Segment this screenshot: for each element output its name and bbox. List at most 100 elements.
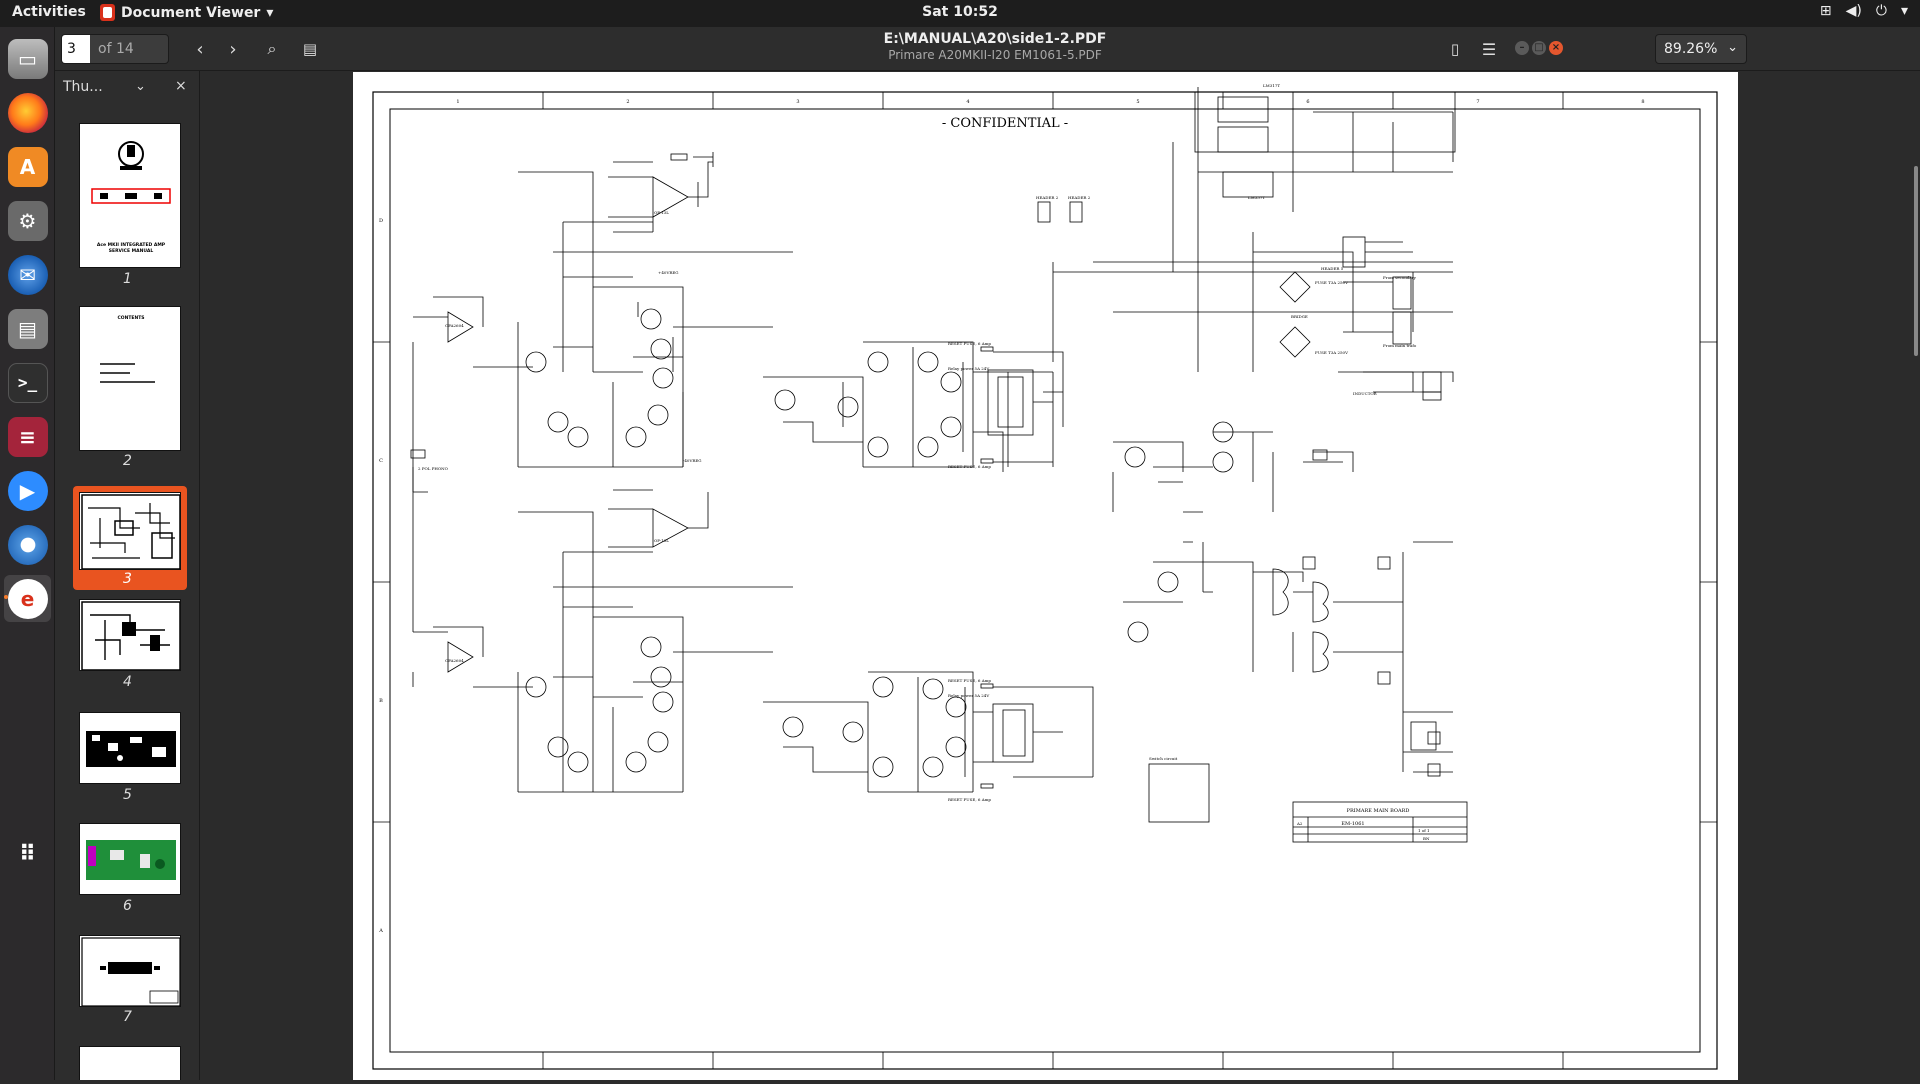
document-subtitle: Primare A20MKII-I20 EM1061-5.PDF	[888, 48, 1102, 62]
power-label-2: From main trafo	[1383, 343, 1417, 348]
thumbnail-page-5[interactable]	[79, 712, 181, 784]
sidebar-view-select[interactable]: Thu...	[63, 79, 103, 95]
input-label: 2 POL PHONO	[418, 466, 449, 471]
dock-document-viewer[interactable]: e	[4, 575, 51, 622]
thumbnail-page-1[interactable]: Ace MKII INTEGRATED AMP SERVICE MANUAL	[79, 123, 181, 268]
sidebar-close-button[interactable]: ×	[175, 78, 187, 94]
maximize-button[interactable]: □	[1532, 41, 1546, 55]
zone-col-8: 8	[1641, 99, 1644, 105]
system-tray[interactable]: ⊞ ◀) ⏻ ▾	[1820, 3, 1908, 19]
board-number: EM-1061	[1341, 821, 1364, 827]
hamburger-icon: ☰	[1481, 39, 1497, 59]
document-viewer-icon	[100, 4, 115, 21]
power-icon: ⏻	[1875, 3, 1887, 19]
relay-label-1: Relay power 5A 24V	[948, 366, 989, 371]
dock-disks[interactable]: ▤	[4, 305, 51, 352]
search-button[interactable]: ⌕	[257, 34, 287, 64]
page-number-input[interactable]	[62, 35, 90, 63]
zone-col-1: 1	[456, 99, 459, 105]
header-label-2: HEADER 2	[1068, 195, 1091, 200]
board-sheet: 1 of 1	[1418, 828, 1430, 833]
lower-channel-circuit	[412, 467, 1094, 793]
zone-col-5: 5	[1136, 99, 1139, 105]
next-page-button[interactable]: ›	[218, 34, 248, 64]
schematic-page-preview	[81, 937, 180, 1006]
cover-page-preview: Ace MKII INTEGRATED AMP SERVICE MANUAL	[91, 141, 171, 254]
document-properties-button[interactable]: ▯	[1440, 34, 1470, 64]
dock-show-apps[interactable]: ⠿	[4, 831, 51, 878]
network-icon: ⊞	[1819, 3, 1832, 19]
minimize-button[interactable]: –	[1515, 41, 1529, 55]
header-label-5: HEADER 5	[1321, 266, 1344, 271]
dock-firefox[interactable]	[4, 89, 51, 136]
header-bar: of 14 ‹ › ⌕ ▤ E:\MANUAL\A20\side1-2.PDF …	[55, 27, 1920, 71]
power-supply-circuit	[1037, 87, 1456, 401]
thumbnail-page-6[interactable]	[79, 823, 181, 895]
thumbnail-page-3[interactable]	[79, 492, 181, 570]
thumbnail-label-2: 2	[123, 453, 132, 469]
vertical-scrollbar[interactable]	[1914, 166, 1918, 356]
zone-row-b: B	[379, 698, 383, 704]
header-label-1: HEADER 2	[1036, 195, 1059, 200]
volume-icon: ◀)	[1845, 3, 1862, 19]
thumb-text-b: SERVICE MANUAL	[109, 248, 154, 254]
previous-page-button[interactable]: ‹	[185, 34, 215, 64]
fuse-t-label-1: FUSE T3A 250V	[1315, 280, 1348, 285]
thumbnail-page-4[interactable]	[79, 599, 181, 671]
dock-terminal[interactable]: >_	[4, 359, 51, 406]
thumbnail-page-8[interactable]	[79, 1046, 181, 1080]
chevron-left-icon: ‹	[196, 38, 204, 60]
thunderbird-icon: ✉	[7, 254, 48, 295]
pcb-layout-preview	[86, 731, 176, 767]
dock-settings[interactable]: ⚙	[4, 197, 51, 244]
pdf-page: 1 2 3 4 5 6 7 8 D C B A - CONFIDENTIAL -	[353, 72, 1738, 1080]
thumbnail-page-2[interactable]: CONTENTS	[79, 306, 181, 451]
app-menu[interactable]: Document Viewer ▾	[100, 4, 273, 21]
zone-col-4: 4	[966, 99, 969, 105]
annotations-button[interactable]: ▤	[295, 34, 325, 64]
dock: ▭ A ⚙ ✉ ▤ >_ ≡ ▶ e ⠿	[0, 27, 55, 1080]
dock-chromium[interactable]	[4, 521, 51, 568]
switch-circuit-box	[1148, 763, 1210, 823]
terminal-icon: >_	[7, 362, 48, 403]
close-button[interactable]: ×	[1549, 41, 1563, 55]
thumbnail-label-4: 4	[123, 674, 132, 690]
window-title: E:\MANUAL\A20\side1-2.PDF Primare A20MKI…	[655, 31, 1335, 62]
thumbnail-label-1: 1	[123, 271, 132, 287]
sidebar-header: Thu... ⌄ ×	[55, 71, 200, 105]
relay-label-2: Relay power 5A 24V	[948, 693, 989, 698]
dock-files[interactable]: ▭	[4, 35, 51, 82]
dock-software[interactable]: A	[4, 143, 51, 190]
clock[interactable]: Sat 10:52	[922, 4, 998, 20]
dock-database[interactable]: ≡	[4, 413, 51, 460]
disk-icon: ▤	[7, 308, 48, 349]
dock-zoom[interactable]: ▶	[4, 467, 51, 514]
settings-icon: ⚙	[7, 200, 48, 241]
chromium-icon	[7, 524, 48, 565]
document-title: E:\MANUAL\A20\side1-2.PDF	[883, 31, 1107, 47]
inner-border	[389, 108, 1701, 1053]
dock-thunderbird[interactable]: ✉	[4, 251, 51, 298]
zone-col-6: 6	[1306, 99, 1309, 105]
fuse-label-2: RESET FUSE, 6 Amp	[948, 464, 991, 469]
thumbnail-label-7: 7	[123, 1009, 132, 1025]
thumbnail-page-7[interactable]	[79, 935, 181, 1007]
thumbnail-label-5: 5	[123, 787, 132, 803]
zone-markers	[373, 92, 1717, 1069]
zoom-select[interactable]: 89.26% ⌄	[1655, 34, 1747, 64]
close-icon: ×	[1551, 42, 1561, 53]
document-icon: ▯	[1450, 40, 1460, 58]
inductor-label: INDUCTOR	[1353, 391, 1378, 396]
activities-button[interactable]: Activities	[12, 4, 86, 20]
page-total: of 14	[98, 41, 134, 57]
menu-button[interactable]: ☰	[1474, 34, 1504, 64]
page-selector: of 14	[61, 34, 169, 64]
board-drawn-by: BN	[1423, 836, 1430, 841]
document-view[interactable]: 1 2 3 4 5 6 7 8 D C B A - CONFIDENTIAL -	[200, 71, 1920, 1080]
chevron-down-icon[interactable]: ⌄	[135, 79, 146, 94]
schematic-drawing: 1 2 3 4 5 6 7 8 D C B A - CONFIDENTIAL -	[372, 83, 1718, 1070]
search-icon: ⌕	[267, 39, 277, 58]
title-block	[1292, 801, 1468, 843]
zone-labels: 1 2 3 4 5 6 7 8 D C B A	[378, 99, 1644, 934]
zone-col-3: 3	[796, 99, 799, 105]
